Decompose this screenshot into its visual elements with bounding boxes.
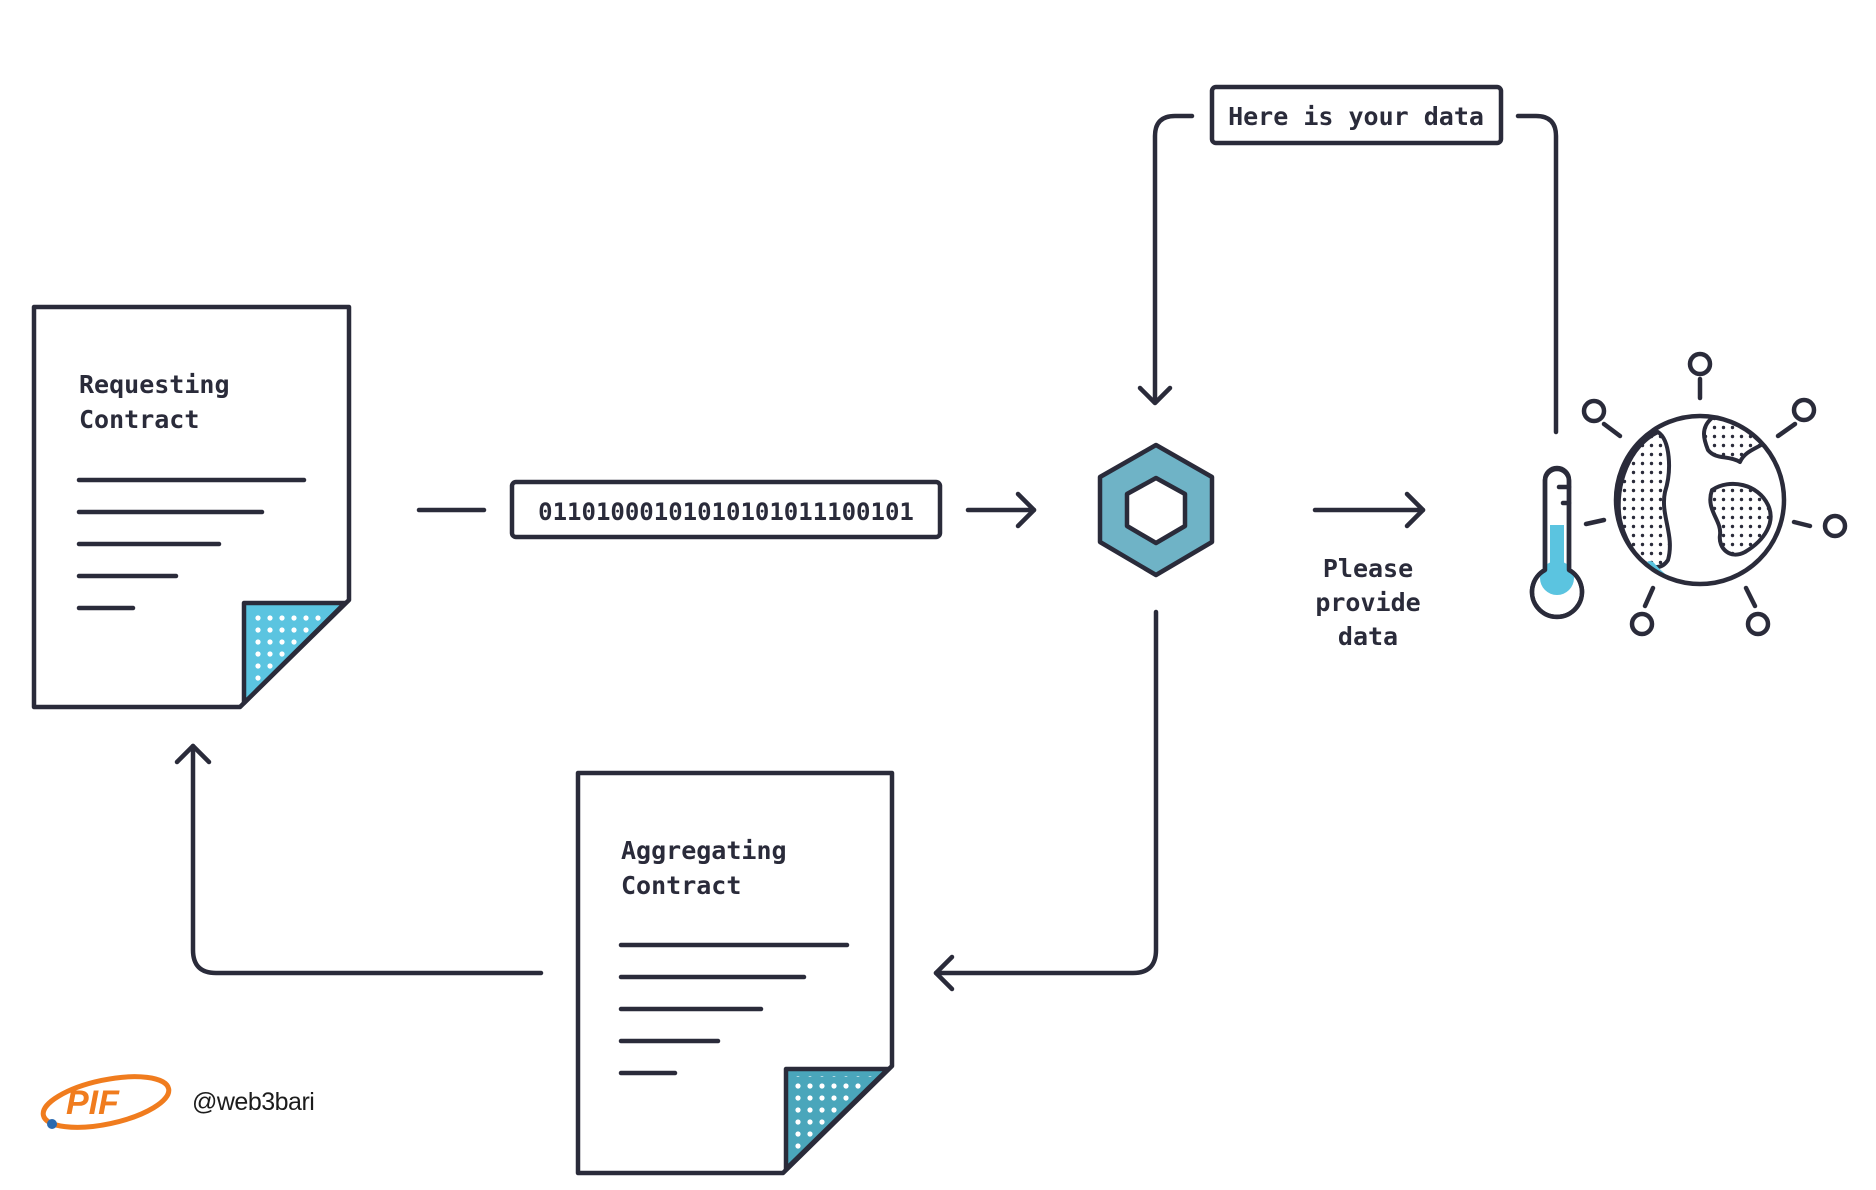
aggregating-contract-document: Aggregating Contract [575, 770, 895, 1176]
request-label: Please provide data [1315, 554, 1420, 651]
pif-logo: PIF [40, 1074, 172, 1130]
requesting-contract-title-line1: Requesting [79, 370, 230, 399]
request-label-line3: data [1338, 622, 1398, 651]
watermark: PIF [40, 1064, 340, 1144]
request-label-line1: Please [1323, 554, 1413, 583]
aggregating-contract-title-line2: Contract [621, 871, 741, 900]
thermometer-icon [1529, 465, 1585, 620]
arrow-to-data-source [1312, 491, 1426, 529]
arrow-to-oracle [965, 491, 1037, 529]
globe-antennas [1581, 351, 1848, 637]
globe-icon [1581, 351, 1848, 637]
binary-message-box: 01101000101010101011100101 [509, 479, 943, 540]
pif-logo-text: PIF [66, 1084, 120, 1122]
requesting-contract-title-line2: Contract [79, 405, 199, 434]
chainlink-hexagon-icon [1097, 442, 1215, 578]
watermark-handle: @web3bari [192, 1088, 315, 1116]
response-loop: Here is your data [1137, 84, 1559, 435]
request-label-line2: provide [1315, 588, 1420, 617]
response-label: Here is your data [1228, 102, 1484, 131]
binary-message: 01101000101010101011100101 [538, 498, 914, 526]
document-text-lines [76, 477, 307, 611]
requesting-contract-document: Requesting Contract [31, 304, 352, 710]
document-text-lines [618, 942, 850, 1076]
oracle-to-aggregator-line [933, 609, 1159, 992]
aggregator-to-requester-line [174, 743, 544, 976]
aggregating-contract-title-line1: Aggregating [621, 836, 787, 865]
